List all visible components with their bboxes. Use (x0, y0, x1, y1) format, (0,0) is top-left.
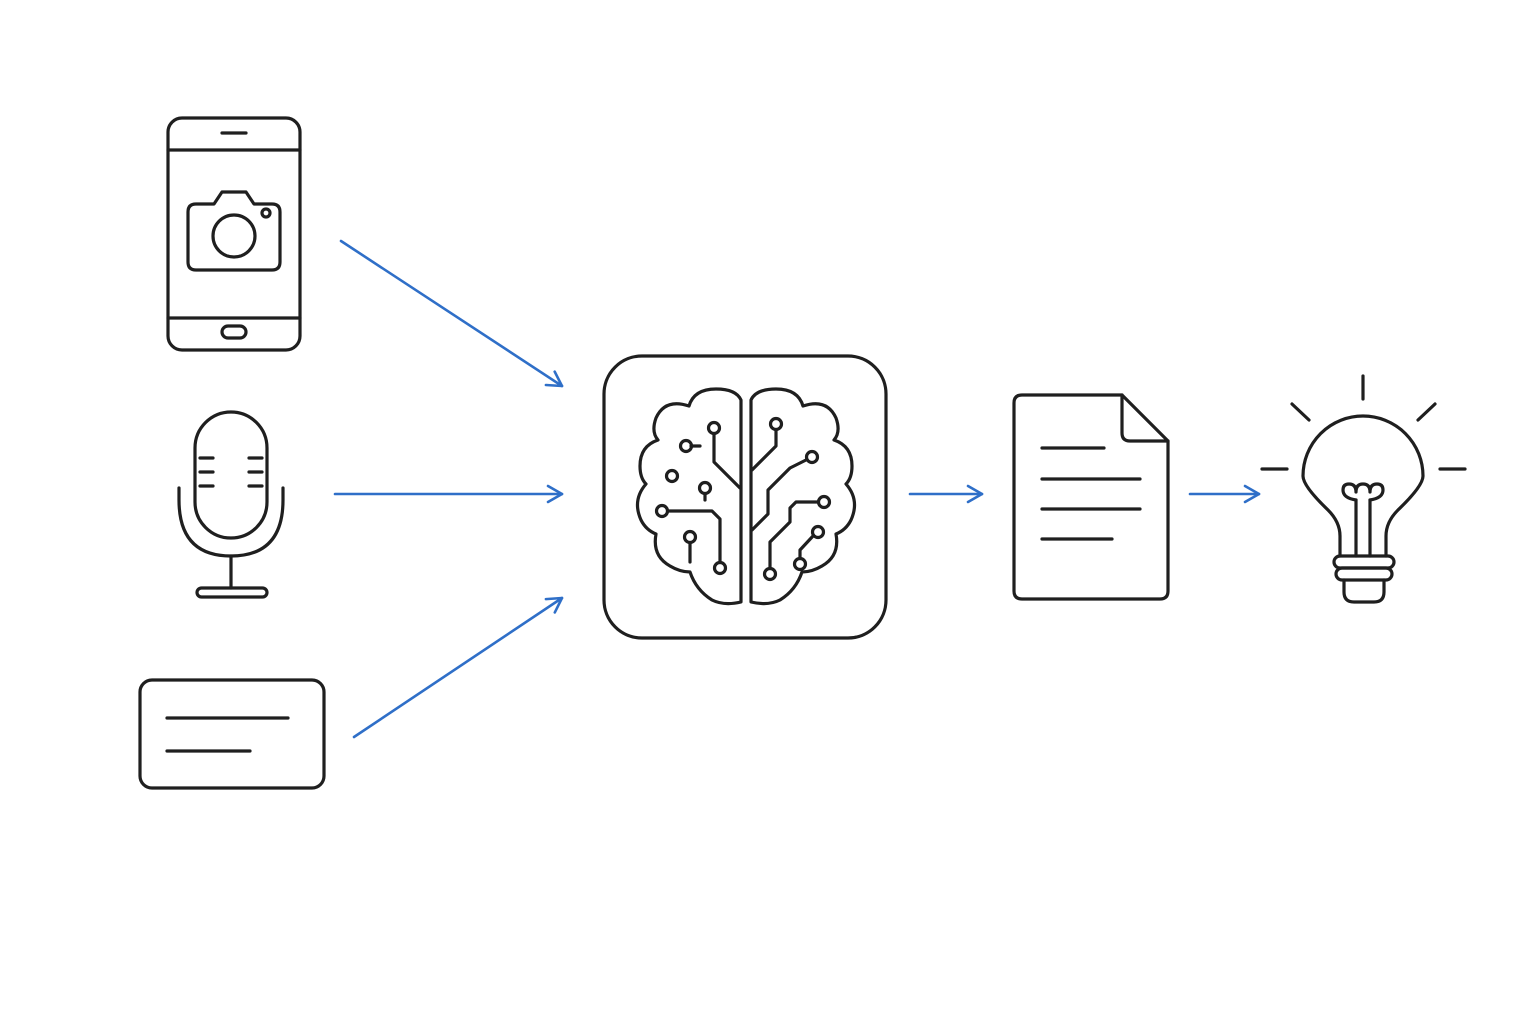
microphone-icon (177, 410, 285, 599)
text-box-icon (138, 678, 326, 790)
arrow-phone-to-processor (339, 239, 564, 388)
brain-circuit-icon (635, 387, 857, 606)
processor-box (602, 354, 888, 640)
smartphone-camera-icon (166, 116, 302, 352)
lightbulb-icon (1260, 374, 1467, 604)
flow-arrows (333, 239, 1261, 739)
arrow-textbox-to-processor (352, 596, 564, 739)
document-icon (1012, 393, 1170, 601)
